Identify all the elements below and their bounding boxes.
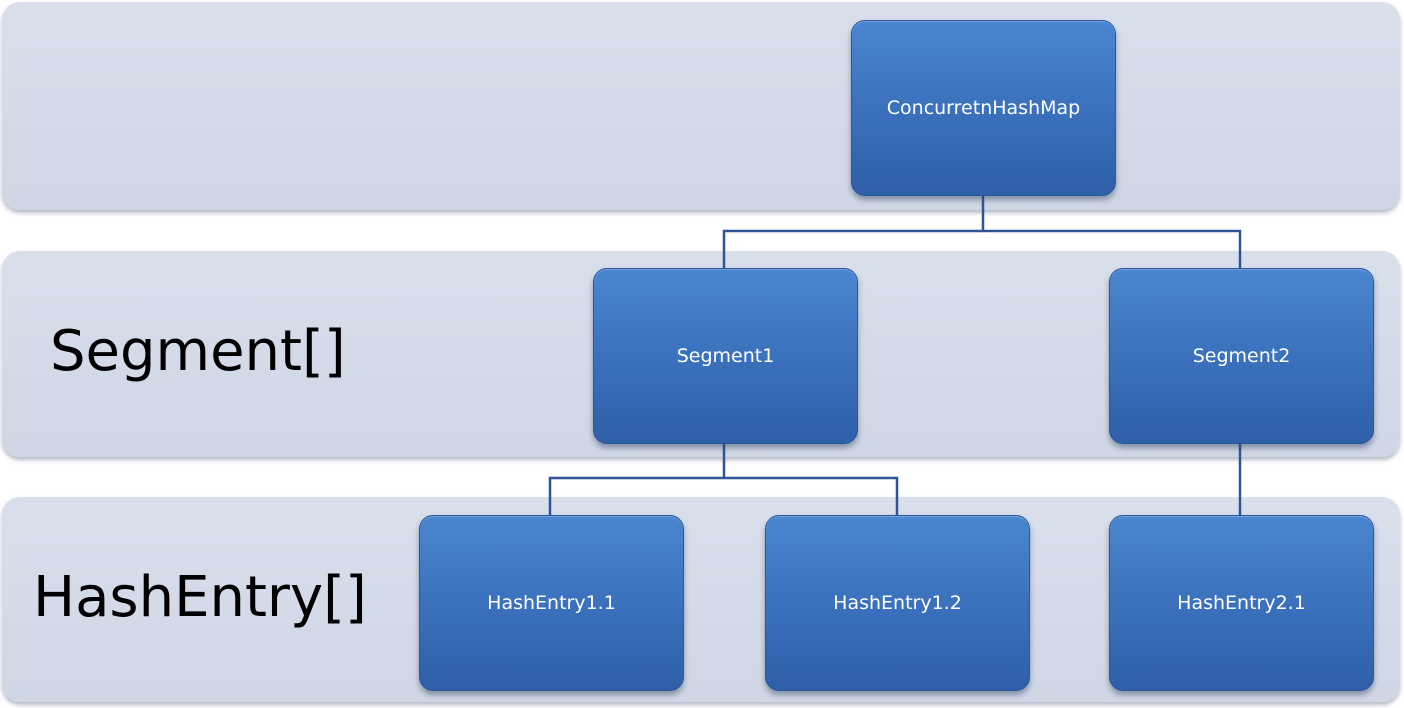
node-hashentry-2-1: HashEntry2.1 bbox=[1109, 515, 1374, 691]
node-hashentry-1-1: HashEntry1.1 bbox=[419, 515, 684, 691]
node-hashentry-1-2: HashEntry1.2 bbox=[765, 515, 1030, 691]
segment-level-label: Segment[] bbox=[50, 319, 346, 384]
hashentry-level-label: HashEntry[] bbox=[33, 565, 367, 630]
node-segment1: Segment1 bbox=[593, 268, 858, 444]
node-segment2: Segment2 bbox=[1109, 268, 1374, 444]
node-concurrenthashmap: ConcurretnHashMap bbox=[851, 20, 1116, 196]
level-band-root bbox=[2, 2, 1400, 210]
